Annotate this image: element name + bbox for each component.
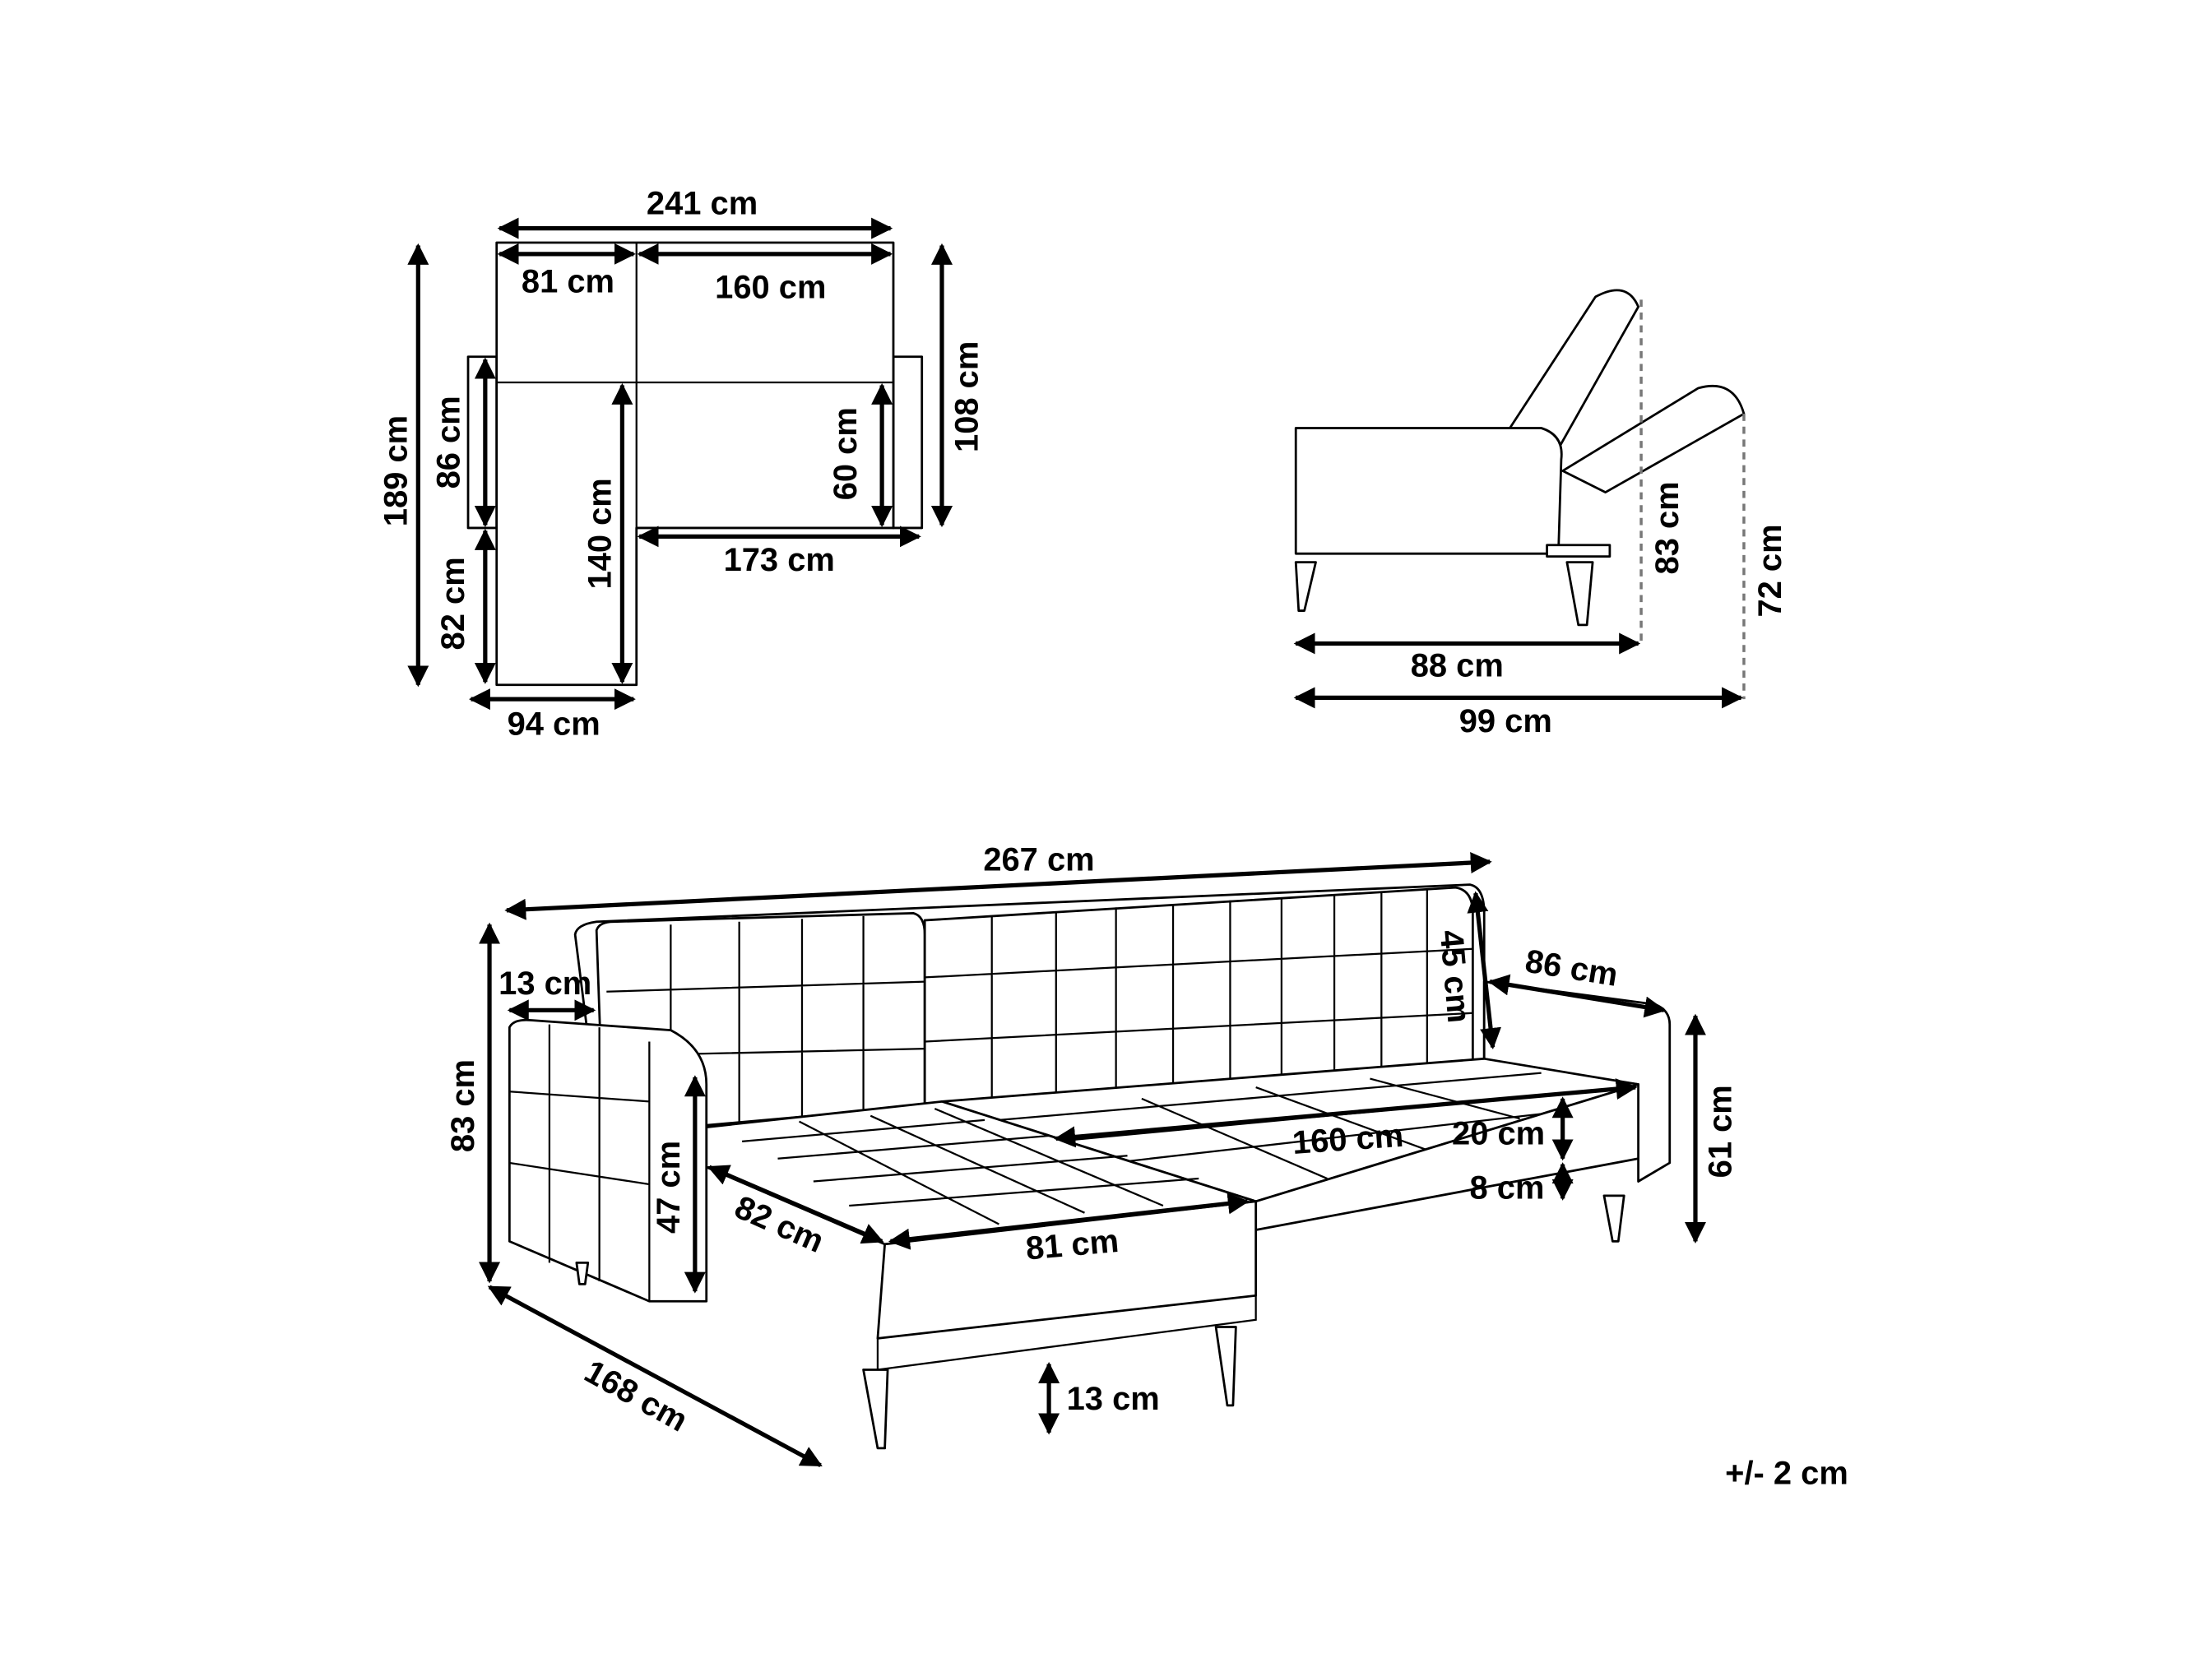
left-arm: [508, 1018, 708, 1303]
dim-label: 173 cm: [724, 542, 835, 578]
dim-label: 20 cm: [1452, 1115, 1545, 1151]
side-body: [1294, 427, 1563, 555]
dim-label: 83 cm: [1649, 481, 1686, 574]
dim-label: 83 cm: [445, 1059, 481, 1152]
chaise-base: [876, 1295, 1257, 1371]
dim-label: 81 cm: [522, 264, 614, 300]
dim-line: [487, 1285, 823, 1468]
dim-label: 160 cm: [1291, 1118, 1404, 1161]
leg: [1602, 1194, 1625, 1243]
dim-label: 45 cm: [1433, 929, 1477, 1025]
dim-label: 72 cm: [1752, 524, 1788, 617]
side-upright-back: [1509, 289, 1639, 456]
chaise-tufting: [742, 1107, 1199, 1225]
leg: [862, 1369, 889, 1450]
leg: [1214, 1326, 1237, 1407]
leg: [575, 1262, 590, 1285]
dim-label: 94 cm: [508, 706, 601, 743]
plan-left-arm: [466, 355, 499, 530]
dim-label: 8 cm: [1470, 1169, 1545, 1206]
side-leg: [1565, 561, 1594, 627]
dim-label: 140 cm: [582, 478, 619, 589]
dim-label: 99 cm: [1459, 703, 1552, 739]
side-reclined-back: [1561, 384, 1746, 493]
dim-label: 241 cm: [647, 185, 758, 221]
dim-line: [1467, 891, 1501, 1050]
plan-right-arm: [892, 355, 924, 530]
dim-label: 88 cm: [1411, 647, 1504, 683]
dim-line: [504, 852, 1492, 920]
arm-tufting: [509, 1024, 651, 1302]
side-base: [1546, 544, 1611, 558]
dim-line: [888, 1193, 1250, 1250]
side-leg: [1294, 561, 1317, 612]
dim-label: 267 cm: [983, 841, 1094, 878]
dim-label: 13 cm: [1067, 1381, 1160, 1417]
dim-label: 86 cm: [431, 396, 467, 489]
dim-label: 82 cm: [435, 557, 471, 650]
dim-label: 60 cm: [828, 407, 864, 500]
dim-line: [1487, 974, 1667, 1018]
dim-line: [707, 1165, 884, 1244]
dim-label: 160 cm: [715, 270, 826, 306]
tufting-lines: [606, 888, 1473, 1128]
dim-label: 13 cm: [499, 966, 591, 1002]
dim-label: 108 cm: [948, 341, 985, 452]
perspective-view: 267 cm 13 cm 45 cm 86 cm 83 cm 47 cm 82 …: [445, 841, 1738, 1468]
dim-line: [1054, 1078, 1638, 1148]
dim-label: 86 cm: [1523, 943, 1621, 993]
plan-inner-lines: [496, 242, 894, 528]
dim-label: 81 cm: [1024, 1223, 1120, 1267]
dim-label: 189 cm: [378, 415, 414, 526]
dim-label: 47 cm: [651, 1141, 687, 1234]
dim-label: 61 cm: [1702, 1085, 1738, 1178]
plan-view: 241 cm 81 cm 160 cm 189 cm 86 cm 82 cm 1…: [378, 185, 985, 742]
tolerance-note: +/- 2 cm: [1725, 1455, 1848, 1491]
side-view: 83 cm 72 cm 88 cm 99 cm: [1293, 289, 1788, 739]
